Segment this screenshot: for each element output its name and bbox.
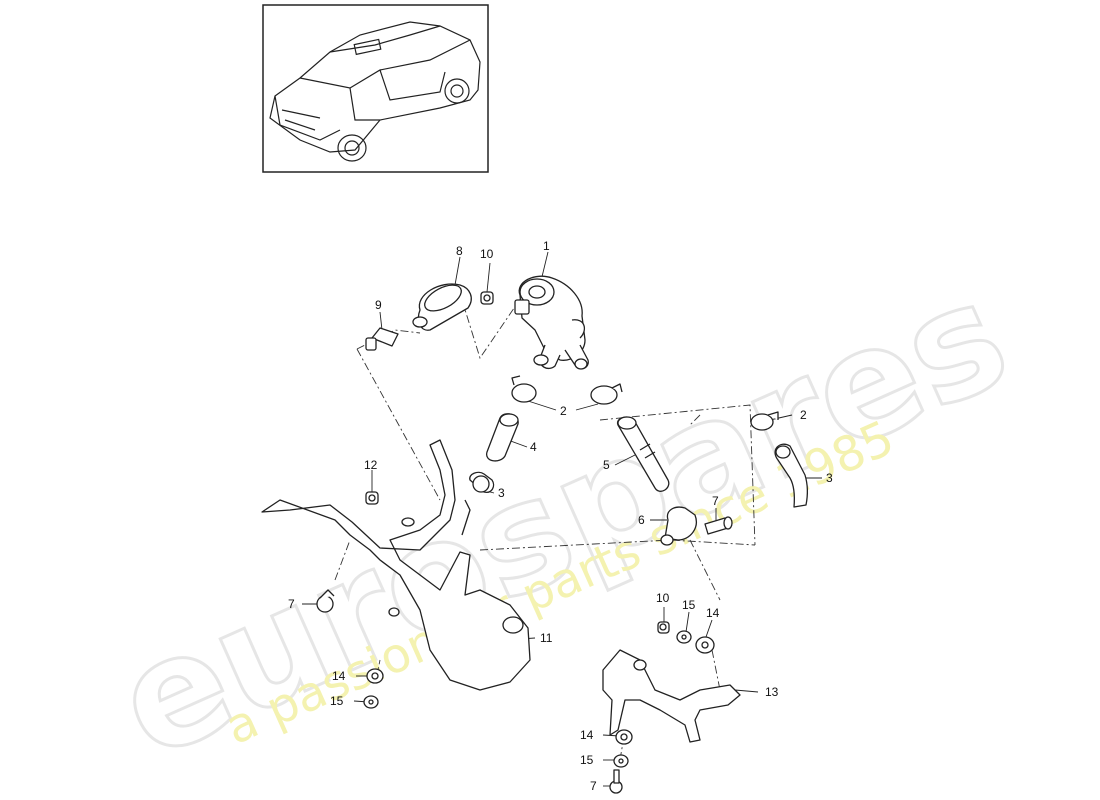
callout-label: 13: [765, 685, 779, 699]
callout-label: 7: [712, 494, 719, 508]
callout-label: 14: [706, 606, 720, 620]
callout-label: 3: [826, 471, 833, 485]
callout-label: 1: [543, 239, 550, 253]
hose-clamp-part: [511, 375, 537, 403]
grommet-part: [366, 668, 384, 684]
hose-sleeve-part: [486, 413, 519, 462]
callout-label: 3: [498, 486, 505, 500]
main-bracket-part: [261, 439, 531, 691]
callout-label: 14: [332, 669, 346, 683]
callout-labels: 1 2 2 3 3 4 5 6 7 7 7 8 9 10 10 11 12 13…: [288, 239, 833, 793]
callout-label: 10: [480, 247, 494, 261]
coolant-pipe-part: [616, 416, 670, 492]
nut-part: [657, 621, 670, 634]
parts: [261, 275, 809, 794]
assembly-lines: [334, 294, 756, 761]
washer-part: [676, 630, 692, 644]
car-suv-icon: [269, 21, 481, 162]
leader-lines: [302, 251, 822, 787]
vehicle-thumbnail: [262, 4, 489, 173]
washer-part: [363, 695, 379, 709]
pipe-bracket-part: [660, 506, 697, 546]
callout-label: 15: [682, 598, 696, 612]
callout-label: 5: [603, 458, 610, 472]
callout-label: 9: [375, 298, 382, 312]
callout-label: 7: [590, 779, 597, 793]
callout-label: 2: [560, 404, 567, 418]
pump-mount-part: [412, 283, 472, 331]
lower-bracket-part: [602, 649, 741, 743]
grommet-part: [695, 636, 715, 654]
nut-part: [365, 491, 379, 505]
coolant-hose-part: [469, 471, 495, 493]
callout-label: 12: [364, 458, 378, 472]
nut-part: [480, 291, 494, 305]
callout-label: 7: [288, 597, 295, 611]
coolant-hose-part: [774, 443, 809, 508]
washer-part: [613, 754, 629, 768]
callout-label: 15: [330, 694, 344, 708]
hose-clamp-part: [590, 383, 623, 405]
water-pump-part: [514, 275, 589, 370]
callout-label: 6: [638, 513, 645, 527]
sensor-part: [365, 327, 399, 351]
callout-label: 4: [530, 440, 537, 454]
callout-label: 14: [580, 728, 594, 742]
bolt-part: [704, 516, 733, 535]
callout-label: 15: [580, 753, 594, 767]
callout-label: 2: [800, 408, 807, 422]
callout-label: 8: [456, 244, 463, 258]
callout-label: 11: [540, 631, 553, 645]
callout-label: 10: [656, 591, 670, 605]
bolt-part: [316, 589, 335, 613]
hose-clamp-part: [750, 411, 779, 431]
grommet-part: [615, 729, 633, 745]
bolt-part: [609, 769, 623, 794]
